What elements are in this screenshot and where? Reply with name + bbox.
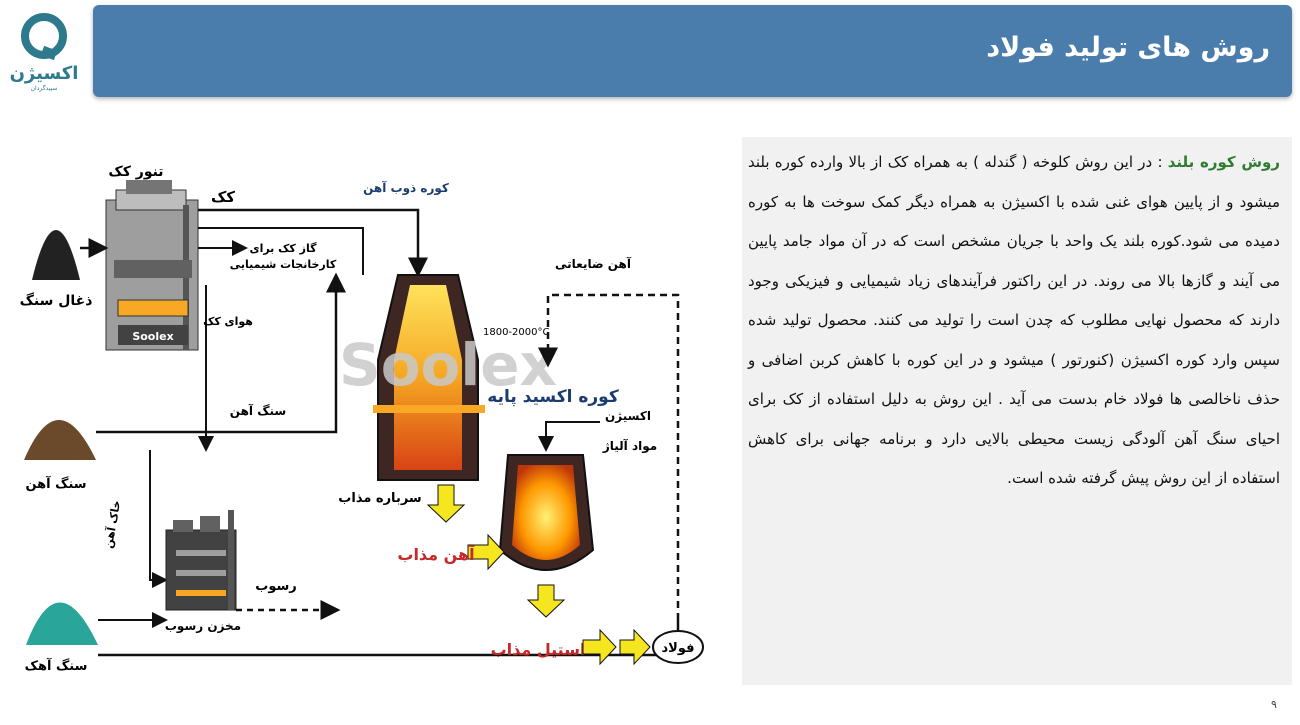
coke-gas-label-1: گاز کک برای xyxy=(249,242,317,255)
bof-label: کوره اکسید پایه xyxy=(487,387,619,407)
iron-ore-pile-icon xyxy=(24,420,96,460)
limestone-pile-icon xyxy=(26,602,98,645)
page-number: ۹ xyxy=(1271,698,1277,711)
header-bar: روش های تولید فولاد xyxy=(93,5,1292,97)
page-title: روش های تولید فولاد xyxy=(986,32,1270,63)
logo-subtext: سپیدگردان xyxy=(30,85,58,92)
lead-separator: : xyxy=(1152,153,1168,171)
alloy-label: مواد آلیاژ xyxy=(602,438,657,454)
iron-ore-line-label: سنگ آهن xyxy=(230,403,286,418)
sediment-label: رسوب xyxy=(255,579,296,594)
soolex-small-label: Soolex xyxy=(132,330,173,343)
coal-pile-icon xyxy=(32,230,80,280)
coke-oven-icon: Soolex xyxy=(105,180,199,351)
steel-arrow-icon-2 xyxy=(619,628,651,666)
sediment-plant-icon xyxy=(165,510,237,611)
lead-heading: روش کوره بلند xyxy=(1167,153,1281,171)
steel-down-arrow-icon xyxy=(526,584,566,618)
soolex-watermark: Soolex xyxy=(339,331,557,399)
sediment-store-label: مخزن رسوب xyxy=(165,619,241,634)
molten-iron-label: آهن مذاب xyxy=(397,544,475,564)
scrap-iron-label: آهن ضایعاتی xyxy=(555,256,632,271)
description-body: در این روش کلوخه ( گندله ) به همراه کک ا… xyxy=(748,153,1280,487)
logo-mark-icon xyxy=(21,13,67,61)
dust-label: خاک آهن xyxy=(101,499,123,549)
iron-ore-label: سنگ آهن xyxy=(25,475,86,492)
description-panel: روش کوره بلند : در این روش کلوخه ( گندله… xyxy=(742,137,1292,685)
slag-arrow-icon xyxy=(426,484,466,523)
blast-furnace-label: کوره ذوب آهن xyxy=(363,180,449,196)
company-logo: اکسیژن سپیدگردان xyxy=(8,12,80,92)
slag-label: سرباره مذاب xyxy=(338,491,421,506)
description-text: روش کوره بلند : در این روش کلوخه ( گندله… xyxy=(748,143,1280,499)
coke-oven-label: تنور کک xyxy=(108,164,163,180)
steel-node xyxy=(652,630,704,664)
blast-furnace-icon xyxy=(373,274,485,481)
limestone-label: سنگ آهک xyxy=(25,657,88,674)
coke-air-label: هوای کک xyxy=(203,315,253,328)
steel-arrow-icon-1 xyxy=(582,628,617,666)
logo-text: اکسیژن xyxy=(9,63,79,84)
molten-steel-label: استیل مذاب xyxy=(491,640,586,659)
bof-converter-icon xyxy=(498,454,595,571)
steel-process-diagram: ذغال سنگ سنگ آهن سنگ آهک Soolex تنور کک … xyxy=(18,150,728,690)
coke-label: کک xyxy=(211,188,235,206)
steel-label: فولاد xyxy=(661,641,694,656)
molten-iron-arrow-icon xyxy=(467,533,505,571)
coke-gas-label-2: کارخانجات شیمیایی xyxy=(230,258,337,271)
oxygen-label: اکسیژن xyxy=(605,409,651,423)
temperature-label: 1800-2000°C xyxy=(483,327,550,338)
coal-label: ذغال سنگ xyxy=(20,292,93,309)
